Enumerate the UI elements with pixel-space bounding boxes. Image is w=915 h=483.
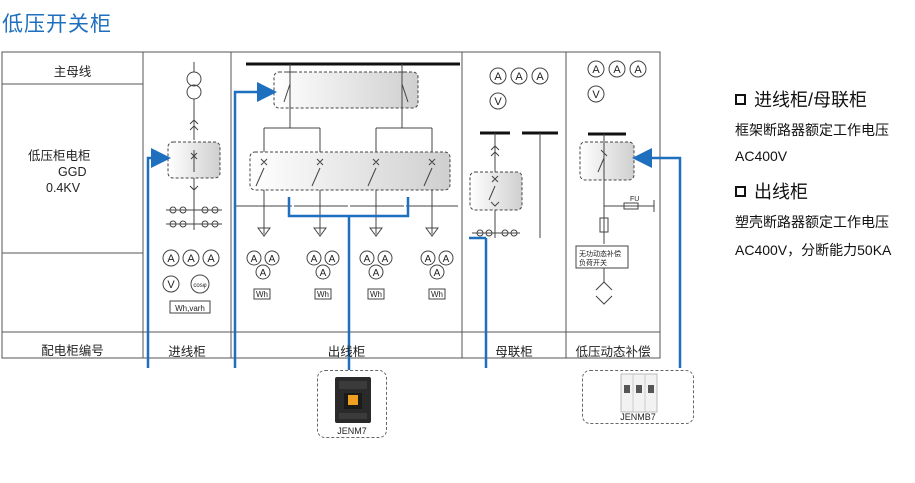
legend-desc-2: 塑壳断路器额定工作电压 bbox=[735, 214, 889, 230]
column-outgoing: 出线柜 bbox=[327, 345, 366, 359]
incoming-voltmeter: V bbox=[167, 279, 175, 291]
outgoing-ammeter: A bbox=[329, 254, 336, 265]
outgoing-wh-meter: Wh bbox=[256, 290, 268, 299]
outgoing-ammeter: A bbox=[364, 254, 371, 265]
row-label-cabinet: 低压柜电柜 GGD 0.4KV bbox=[12, 148, 122, 196]
outgoing-cabinet-symbols bbox=[236, 64, 458, 237]
product-jenm7-card: JENM7 bbox=[317, 370, 387, 438]
mccb-image bbox=[335, 377, 371, 423]
product-jenm7-label: JENM7 bbox=[337, 426, 367, 436]
outgoing-ammeter: A bbox=[382, 254, 389, 265]
legend-heading-2: 出线柜 bbox=[735, 178, 808, 204]
incoming-ammeter-3: A bbox=[207, 253, 215, 265]
outgoing-ammeter: A bbox=[434, 268, 441, 279]
row-label-main-bus: 主母线 bbox=[53, 65, 92, 79]
outgoing-ammeter: A bbox=[260, 268, 267, 279]
comp-ammeter: A bbox=[592, 64, 600, 76]
outgoing-ammeter: A bbox=[443, 254, 450, 265]
legend-heading-1: 进线柜/母联柜 bbox=[735, 86, 867, 112]
comp-voltmeter: V bbox=[592, 89, 600, 101]
column-incoming: 进线柜 bbox=[168, 345, 206, 359]
bus-tie-voltmeter: V bbox=[494, 96, 502, 108]
legend-heading-1-text: 进线柜/母联柜 bbox=[754, 90, 868, 110]
bus-tie-symbols bbox=[469, 131, 558, 238]
bus-tie-ammeter: A bbox=[515, 71, 523, 83]
product-jenmb7-card: JENMB7 bbox=[582, 370, 694, 424]
outgoing-meters bbox=[246, 250, 454, 300]
outgoing-ammeter: A bbox=[425, 254, 432, 265]
column-compensation: 低压动态补偿 bbox=[575, 345, 651, 359]
outgoing-ammeter: A bbox=[311, 254, 318, 265]
legend-desc-1b: AC400V bbox=[735, 148, 788, 164]
outgoing-wh-meter: Wh bbox=[317, 290, 329, 299]
fuse-label: FU bbox=[630, 196, 639, 203]
bus-tie-ammeter: A bbox=[494, 71, 502, 83]
outgoing-wh-meter: Wh bbox=[431, 290, 443, 299]
incoming-energy-meter: Wh,varh bbox=[175, 304, 205, 313]
incoming-pf-meter: cosφ bbox=[193, 283, 206, 289]
incoming-ammeter-1: A bbox=[167, 253, 175, 265]
bus-tie-meters bbox=[489, 67, 549, 110]
mcb-image bbox=[620, 373, 658, 413]
comp-ammeter: A bbox=[634, 64, 642, 76]
leader-lines bbox=[146, 82, 682, 372]
legend-desc-2b: AC400V，分断能力50KA bbox=[735, 242, 892, 258]
table-grid bbox=[1, 51, 661, 359]
column-bus-tie: 母联柜 bbox=[495, 345, 533, 359]
bus-tie-ammeter: A bbox=[536, 71, 544, 83]
incoming-cabinet-symbols bbox=[166, 62, 222, 230]
legend-heading-2-text: 出线柜 bbox=[754, 182, 808, 202]
comp-switch-label-2: 负荷开关 bbox=[579, 258, 607, 267]
outgoing-wh-meter: Wh bbox=[370, 290, 382, 299]
product-jenmb7-label: JENMB7 bbox=[620, 412, 656, 422]
checkbox-square-icon bbox=[735, 185, 746, 197]
cabinet-line-1: 低压柜电柜 bbox=[28, 149, 91, 163]
cabinet-line-2: GGD bbox=[58, 165, 87, 179]
outgoing-ammeter: A bbox=[373, 268, 380, 279]
outgoing-ammeter: A bbox=[269, 254, 276, 265]
checkbox-square-icon bbox=[735, 93, 746, 105]
outgoing-ammeter: A bbox=[320, 268, 327, 279]
legend-desc-1: 框架断路器额定工作电压 bbox=[735, 122, 889, 138]
comp-ammeter: A bbox=[613, 64, 621, 76]
incoming-meters bbox=[162, 249, 220, 314]
row-label-cabinet-number: 配电柜编号 bbox=[41, 344, 104, 358]
compensation-symbols bbox=[575, 132, 655, 305]
compensation-meters bbox=[587, 60, 647, 103]
outgoing-ammeter: A bbox=[251, 254, 258, 265]
incoming-ammeter-2: A bbox=[187, 253, 195, 265]
page-title: 低压开关柜 bbox=[2, 13, 112, 36]
comp-switch-label-1: 无功动态补偿 bbox=[579, 249, 621, 258]
cabinet-line-3: 0.4KV bbox=[46, 181, 81, 195]
